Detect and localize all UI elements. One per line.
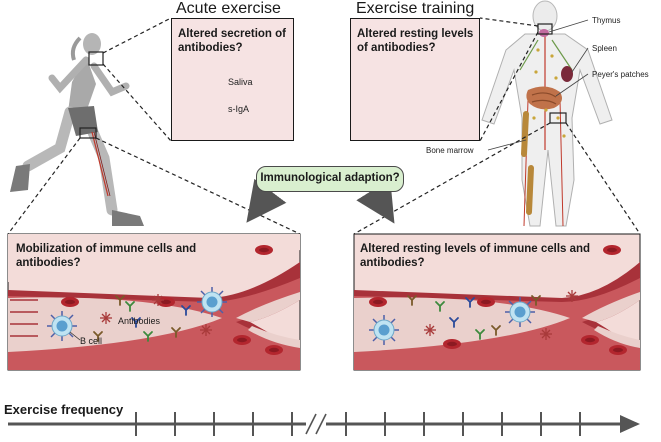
- heading-acute-exercise: Acute exercise: [176, 0, 281, 17]
- label-saliva: Saliva: [228, 77, 253, 87]
- exercise-frequency-label: Exercise frequency: [4, 402, 124, 417]
- blood-vessel-panel-right: [353, 233, 641, 371]
- label-antibodies: Antibodies: [118, 316, 161, 326]
- heading-exercise-training: Exercise training: [356, 0, 475, 17]
- label-thymus: Thymus: [592, 16, 621, 25]
- immunological-adaption-bubble: Immunological adaption?: [256, 166, 404, 192]
- label-bone-marrow: Bone marrow: [426, 146, 474, 155]
- box-acute-antibodies: Altered secretion of antibodies?: [171, 18, 294, 141]
- box-training-antibodies: Altered resting levels of antibodies?: [350, 18, 480, 141]
- box-acute-title: Altered secretion of antibodies?: [178, 28, 286, 54]
- label-spleen: Spleen: [592, 44, 617, 53]
- panel-title-mobilization: Mobilization of immune cells and antibod…: [16, 243, 197, 269]
- runner-figure: [10, 33, 144, 226]
- label-peyers-patches: Peyer's patches: [592, 70, 649, 79]
- label-s-iga: s-IgA: [228, 104, 250, 114]
- box-training-title: Altered resting levels of antibodies?: [357, 28, 474, 54]
- label-b-cell: B cell: [80, 336, 103, 346]
- panel-title-resting-levels: Altered resting levels of immune cells a…: [360, 243, 591, 269]
- frequency-axis: [8, 412, 640, 436]
- human-body-figure: [481, 0, 613, 227]
- blood-vessel-panel-left: [7, 233, 301, 371]
